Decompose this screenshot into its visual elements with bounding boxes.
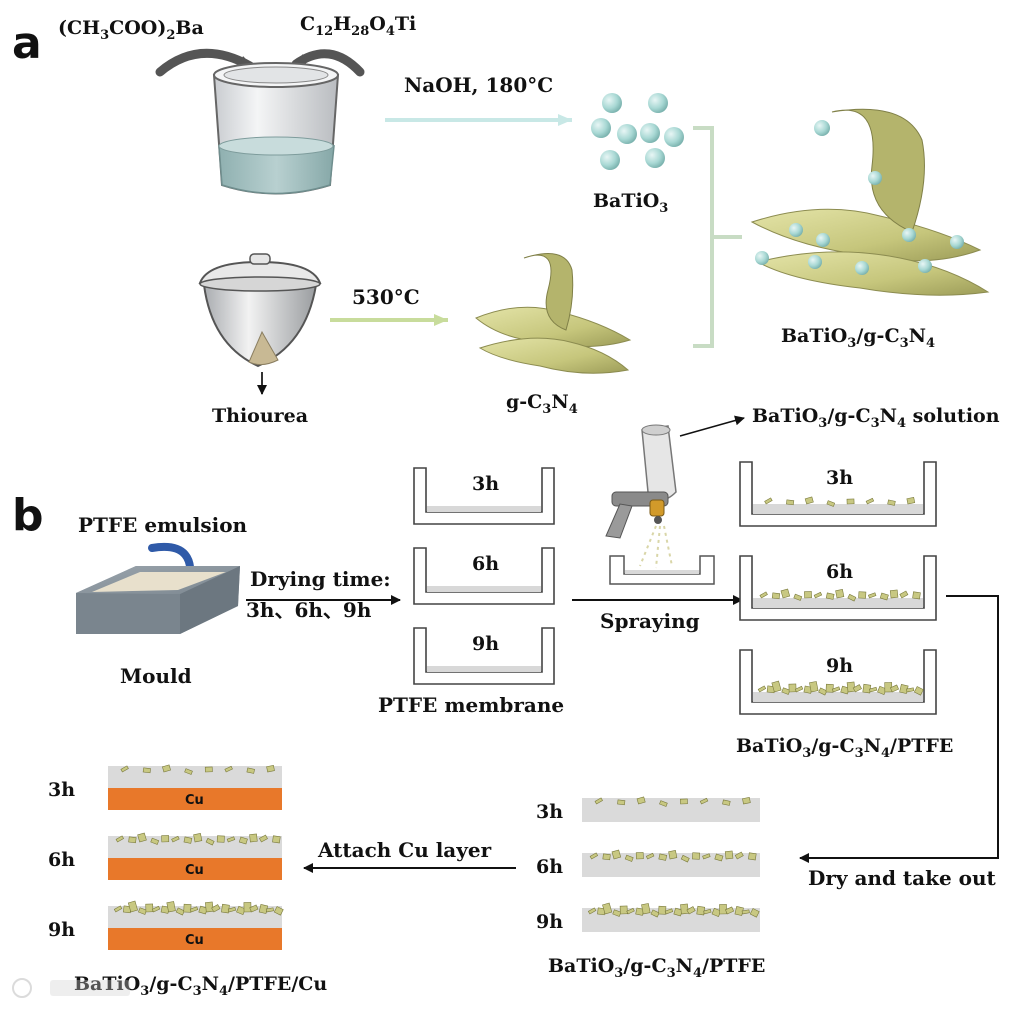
film-time-label: 9h (536, 911, 563, 933)
gc3n4-nanosheet (475, 253, 632, 374)
cu-film-9h: Cu 9h (48, 900, 284, 950)
composite-label: BaTiO3/g-C3N4 (781, 325, 935, 351)
mould-label: Mould (120, 664, 192, 688)
drying-times-list: 3h、6h、9h (246, 598, 372, 622)
cu-film-flakes-9h (113, 900, 284, 916)
coating-flakes-6h (759, 588, 921, 602)
tray-3h: 3h (413, 467, 555, 525)
cu-layer (108, 788, 282, 810)
tray-time-label: 9h (472, 633, 499, 655)
ptfe-emulsion-label: PTFE emulsion (78, 513, 248, 537)
watermark-logo (12, 978, 130, 998)
precursor-titanium-isopropoxide: C12H28O4Ti (300, 13, 416, 39)
attach-cu-label: Attach Cu layer (317, 838, 492, 862)
batio3-nanoparticles (591, 93, 684, 170)
cu-layer-label: Cu (185, 793, 204, 808)
precursor-barium-acetate: (CH3COO)2Ba (58, 17, 204, 43)
composite-ptfe-cu-label: BaTiO3/g-C3N4/PTFE/Cu (74, 973, 327, 999)
coated-trays: 3h 6h 9h (739, 461, 937, 715)
cu-film-time-label: 9h (48, 919, 75, 941)
tray-time-label: 3h (472, 473, 499, 495)
tray-time-label: 3h (826, 467, 853, 489)
free-film-6h: 6h (536, 849, 760, 878)
film-time-label: 3h (536, 801, 563, 823)
spray-target-tray (609, 555, 715, 585)
cu-film-time-label: 3h (48, 779, 75, 801)
tray-time-label: 6h (826, 561, 853, 583)
free-composite-films: 3h 6h 9h (536, 796, 760, 933)
film-flakes-3h (594, 796, 751, 807)
dry-takeout-label: Dry and take out (808, 866, 997, 890)
batio3-label: BaTiO3 (593, 190, 668, 216)
mould (76, 566, 240, 634)
spray-gun-icon (605, 424, 677, 539)
tray-9h: 9h (739, 649, 937, 715)
film-flakes-6h (589, 849, 757, 863)
pour-arrow-left (155, 48, 255, 77)
film-flakes-9h (587, 902, 760, 918)
coating-flakes-9h (757, 680, 924, 696)
hydrothermal-condition: NaOH, 180°C (404, 73, 553, 97)
composite-ptfe-label-bottom: BaTiO3/g-C3N4/PTFE (548, 955, 765, 981)
cu-layer-label: Cu (185, 863, 204, 878)
solution-pointer (679, 415, 745, 437)
drying-time-label: Drying time: (250, 567, 391, 591)
composite-ptfe-label-top: BaTiO3/g-C3N4/PTFE (736, 735, 953, 761)
ptfe-membrane-trays: 3h 6h 9h (413, 467, 555, 685)
spray-mist (639, 525, 673, 569)
spraying-label: Spraying (600, 609, 700, 633)
tray-time-label: 6h (472, 553, 499, 575)
panel-label-b: b (12, 490, 44, 541)
film-time-label: 6h (536, 856, 563, 878)
dry-takeout-arrow (799, 595, 999, 863)
gc3n4-label: g-C3N4 (506, 391, 578, 417)
cu-film-6h: Cu 6h (48, 832, 282, 880)
free-film-3h: 3h (536, 796, 760, 823)
cu-film-time-label: 6h (48, 849, 75, 871)
cu-layer (108, 858, 282, 880)
thiourea-label: Thiourea (212, 405, 308, 427)
tray-3h: 3h (739, 461, 937, 527)
tray-9h: 9h (413, 627, 555, 685)
tray-6h: 6h (739, 555, 937, 621)
cu-layer (108, 928, 282, 950)
merge-bracket (693, 126, 714, 348)
tray-time-label: 9h (826, 655, 853, 677)
cu-film-3h: Cu 3h (48, 764, 282, 810)
free-film-9h: 9h (536, 902, 760, 933)
calcination-condition: 530°C (352, 285, 420, 309)
cu-film-flakes-6h (115, 832, 281, 846)
batio3-gc3n4-composite (750, 108, 990, 296)
ptfe-membrane-label: PTFE membrane (378, 693, 564, 717)
beaker (212, 62, 340, 195)
panel-label-a: a (12, 18, 42, 69)
cu-film-flakes-3h (120, 764, 275, 775)
tray-6h: 6h (413, 547, 555, 605)
crucible (198, 253, 322, 368)
solution-label: BaTiO3/g-C3N4 solution (752, 405, 1000, 431)
coating-flakes-3h (764, 496, 916, 507)
cu-layer-label: Cu (185, 933, 204, 948)
